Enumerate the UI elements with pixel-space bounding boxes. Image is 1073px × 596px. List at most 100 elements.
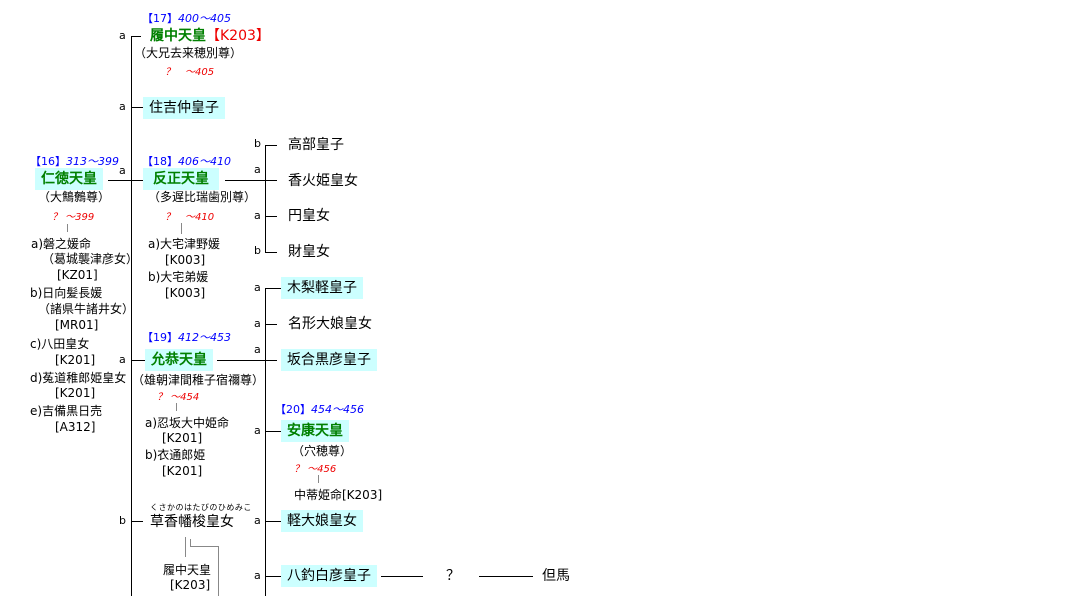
child: 名形大娘皇女	[288, 316, 372, 332]
mark: a	[254, 514, 261, 527]
lifespan: ？ ～410	[165, 212, 215, 223]
consort-ref: [A312]	[55, 420, 96, 434]
richu-ref-link[interactable]: 【K203】	[206, 28, 270, 44]
consort-parent: （諸県牛諸井女）	[38, 302, 135, 316]
mark: a	[254, 209, 261, 222]
consort: a)忍坂大中姫命	[145, 416, 230, 430]
alias: （雄朝津間稚子宿禰尊）	[132, 373, 265, 387]
nintoku-children-line	[131, 36, 132, 596]
lifespan: ？ ～399	[52, 212, 95, 223]
emperor-anko[interactable]: 安康天皇	[281, 420, 349, 442]
mark: a	[119, 29, 126, 42]
connector	[265, 145, 277, 146]
connector	[265, 216, 277, 217]
spouse-ref: [K203]	[170, 578, 211, 592]
reign-20: 【20】454～456	[275, 403, 364, 416]
alias: （穴穂尊）	[292, 444, 353, 458]
mark: a	[254, 424, 261, 437]
consort-ref: [K003]	[165, 253, 206, 267]
connector	[479, 576, 533, 577]
tick	[190, 546, 218, 547]
child-sakai[interactable]: 坂合黒彦皇子	[281, 349, 377, 371]
lifespan: ？ ～405	[165, 67, 215, 78]
consort: b)衣通郎姫	[145, 448, 206, 462]
hanzei-children-line	[265, 145, 266, 252]
child: 高部皇子	[288, 137, 344, 153]
connector	[131, 521, 143, 522]
connector	[131, 36, 141, 37]
spouse: 履中天皇	[163, 563, 212, 577]
mark: a	[254, 163, 261, 176]
consort-ref: [MR01]	[55, 318, 99, 332]
consort-ref: [K201]	[55, 353, 96, 367]
ruby-reading: くさかのはたびのひめみこ	[150, 503, 252, 512]
unknown-child: ？	[446, 568, 460, 584]
consort: a)大宅津野媛	[148, 237, 221, 251]
consort-ref: [K201]	[162, 464, 203, 478]
reign-17: 【17】400～405	[142, 12, 231, 25]
alias: （多遅比瑞歯別尊）	[148, 190, 257, 204]
child: 円皇女	[288, 208, 330, 224]
child-kinashi[interactable]: 木梨軽皇子	[281, 277, 363, 299]
mark: b	[254, 137, 261, 150]
connector	[108, 180, 143, 181]
consort: e)吉備黒日売	[30, 404, 103, 418]
lifespan: ？ ～456	[294, 464, 337, 475]
consort: 中蒂姫命[K203]	[294, 488, 383, 502]
tick	[218, 546, 219, 596]
consort: b)日向髪長媛	[30, 286, 103, 300]
tick	[318, 475, 319, 483]
mark: a	[119, 164, 126, 177]
consort-parent: （葛城襲津彦女）	[42, 252, 139, 266]
reign-19: 【19】412～453	[142, 331, 231, 344]
tick	[181, 223, 182, 234]
connector	[265, 431, 281, 432]
connector	[381, 576, 423, 577]
consort: c)八田皇女	[30, 337, 90, 351]
mark: a	[254, 569, 261, 582]
connector	[265, 288, 281, 289]
ingyo-children-line	[265, 288, 266, 596]
consort: d)菟道稚郎姫皇女	[30, 371, 127, 385]
consort-ref: [K003]	[165, 286, 206, 300]
tick	[190, 539, 191, 546]
reign-16: 【16】313～399	[30, 155, 119, 168]
child: 香火姫皇女	[288, 173, 358, 189]
connector	[265, 576, 281, 577]
consort-ref: [KZ01]	[57, 268, 98, 282]
child-kusaka: 草香幡梭皇女	[150, 514, 234, 530]
connector	[265, 252, 277, 253]
connector	[131, 360, 145, 361]
lifespan: ？ ～454	[157, 392, 200, 403]
child-karu[interactable]: 軽大娘皇女	[281, 510, 363, 532]
child-yatsuri[interactable]: 八釣白彦皇子	[281, 565, 377, 587]
child-suminoe[interactable]: 住吉仲皇子	[143, 97, 225, 119]
consort-ref: [K201]	[55, 386, 96, 400]
mark: a	[254, 317, 261, 330]
connector	[131, 107, 143, 108]
child: 財皇女	[288, 244, 330, 260]
reign-18: 【18】406～410	[142, 155, 231, 168]
mark: a	[119, 100, 126, 113]
alias: （大兄去来穂別尊）	[134, 46, 243, 60]
connector	[225, 180, 277, 181]
tick	[176, 403, 177, 411]
emperor-hanzei[interactable]: 反正天皇	[143, 168, 219, 190]
consort: a)磐之媛命	[31, 237, 92, 251]
mark: b	[119, 514, 126, 527]
mark: b	[254, 244, 261, 257]
tajima: 但馬	[542, 568, 570, 584]
tick	[67, 224, 68, 232]
connector	[265, 324, 277, 325]
emperor-ingyo[interactable]: 允恭天皇	[145, 349, 213, 371]
emperor-nintoku[interactable]: 仁徳天皇	[35, 168, 103, 190]
consort-ref: [K201]	[162, 431, 203, 445]
emperor-richu[interactable]: 履中天皇【K203】	[150, 28, 270, 44]
mark: a	[119, 353, 126, 366]
tick	[185, 537, 186, 557]
connector	[265, 521, 281, 522]
alias: （大鷦鷯尊）	[38, 190, 111, 204]
connector	[217, 360, 277, 361]
mark: a	[254, 343, 261, 356]
mark: a	[254, 281, 261, 294]
